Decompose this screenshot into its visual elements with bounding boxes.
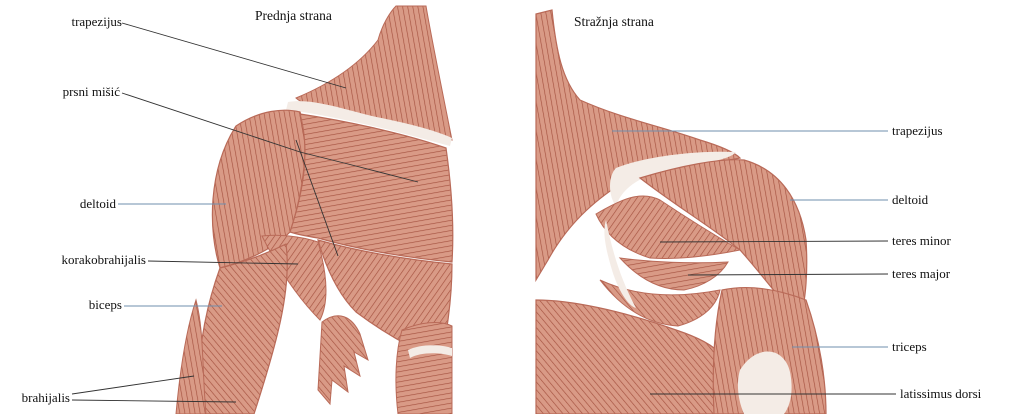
back-teres-minor-muscle xyxy=(620,258,728,290)
label-front-trapezijus: trapezijus xyxy=(71,14,122,30)
label-back-deltoid: deltoid xyxy=(892,192,928,208)
leader-line-front-trapezijus xyxy=(122,23,346,88)
front-abdominal-muscle xyxy=(396,323,452,414)
label-front-deltoid: deltoid xyxy=(80,196,116,212)
label-front-prsni-misic: prsni mišić xyxy=(63,84,120,100)
back-view xyxy=(536,10,826,414)
label-front-biceps: biceps xyxy=(89,297,122,313)
label-back-triceps: triceps xyxy=(892,339,927,355)
front-view xyxy=(176,6,453,414)
front-brachialis-muscle xyxy=(176,300,206,414)
label-back-teres-major: teres major xyxy=(892,266,950,282)
front-serratus-muscle xyxy=(318,316,368,404)
leader-line-front-brahijalis-upper xyxy=(72,376,194,394)
back-view-title: Stražnja strana xyxy=(574,14,654,30)
front-biceps-muscle xyxy=(198,244,288,414)
label-back-latissimus-dorsi: latissimus dorsi xyxy=(900,386,981,402)
front-view-title: Prednja strana xyxy=(255,8,332,24)
label-front-korakobrahijalis: korakobrahijalis xyxy=(62,252,146,268)
label-front-brahijalis: brahijalis xyxy=(22,390,70,406)
label-back-teres-minor: teres minor xyxy=(892,233,951,249)
label-back-trapezijus: trapezijus xyxy=(892,123,943,139)
